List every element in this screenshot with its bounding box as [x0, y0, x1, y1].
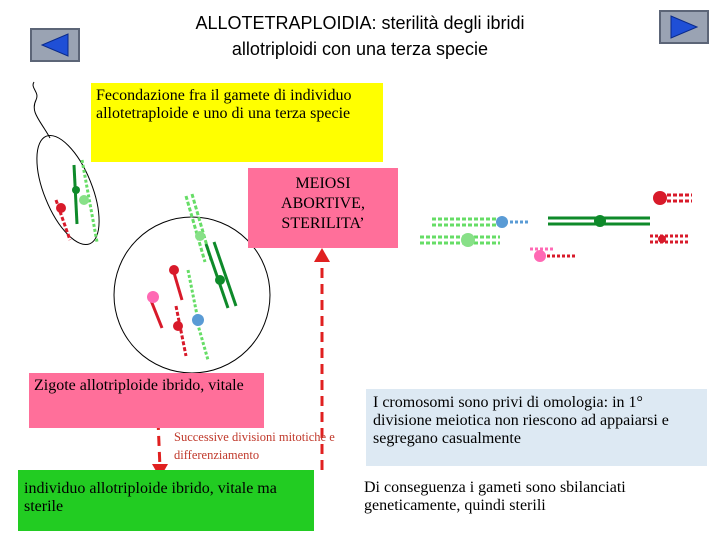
centromere	[658, 235, 666, 243]
unpaired-chromosomes	[420, 191, 692, 262]
individuo-text: individuo allotriploide ibrido, vitale m…	[24, 480, 277, 515]
centromere-blue	[496, 216, 508, 228]
centromere	[215, 275, 225, 285]
meiosi-box: MEIOSI ABORTIVE, STERILITA’	[248, 168, 398, 248]
chromosome-light-green	[186, 269, 200, 321]
conseguenza-text: Di conseguenza i gameti sono sbilanciati…	[364, 479, 626, 514]
chromosome-dark-green	[72, 164, 79, 225]
chromosome-red	[174, 305, 188, 357]
centromere	[72, 186, 80, 194]
divisioni-text: Successive divisioni mitotiche e differe…	[174, 430, 335, 462]
fecondazione-text: Fecondazione fra il gamete di individuo …	[96, 87, 352, 122]
meiosi-text: MEIOSI ABORTIVE, STERILITA’	[281, 175, 365, 232]
centromere	[461, 233, 475, 247]
arrowhead	[314, 248, 330, 262]
divisioni-label: Successive divisioni mitotiche e differe…	[174, 428, 366, 464]
chromosome-dark-green	[212, 241, 238, 307]
centromere	[56, 203, 66, 213]
individuo-box: individuo allotriploide ibrido, vitale m…	[18, 470, 314, 531]
title-line-1: ALLOTETRAPLOIDIA: sterilità degli ibridi	[195, 13, 525, 33]
centromere	[169, 265, 179, 275]
centromere	[653, 191, 667, 205]
left-arrow-icon	[40, 33, 69, 57]
back-button[interactable]	[30, 28, 80, 62]
centromere	[173, 321, 183, 331]
centromere-blue	[192, 314, 204, 326]
forward-button[interactable]	[659, 10, 709, 44]
title-line-2: allotriploidi con una terza specie	[231, 39, 489, 59]
cromosomi-text: I cromosomi sono privi di omologia: in 1…	[373, 394, 669, 447]
process-arrows	[152, 248, 330, 478]
zygote-cell	[113, 193, 271, 374]
right-arrow-icon	[670, 15, 699, 39]
conseguenza-box: Di conseguenza i gameti sono sbilanciati…	[356, 474, 706, 524]
slide-title: ALLOTETRAPLOIDIA: sterilità degli ibridi…	[110, 10, 610, 62]
chromosome-light-green	[80, 159, 99, 243]
fecondazione-box: Fecondazione fra il gamete di individuo …	[91, 83, 383, 162]
centromere	[195, 231, 205, 241]
chromosome-light-green	[184, 195, 207, 263]
centromere-pink	[534, 250, 546, 262]
centromere	[79, 195, 89, 205]
zigote-text: Zigote allotriploide ibrido, vitale	[34, 377, 244, 394]
zigote-box: Zigote allotriploide ibrido, vitale	[29, 373, 264, 428]
chromosome-red	[148, 297, 164, 329]
arrow-to-individuo	[156, 419, 162, 469]
centromere-pink	[147, 291, 159, 303]
cromosomi-box: I cromosomi sono privi di omologia: in 1…	[366, 389, 707, 466]
centromere	[594, 215, 606, 227]
gamete-cell	[32, 81, 100, 246]
